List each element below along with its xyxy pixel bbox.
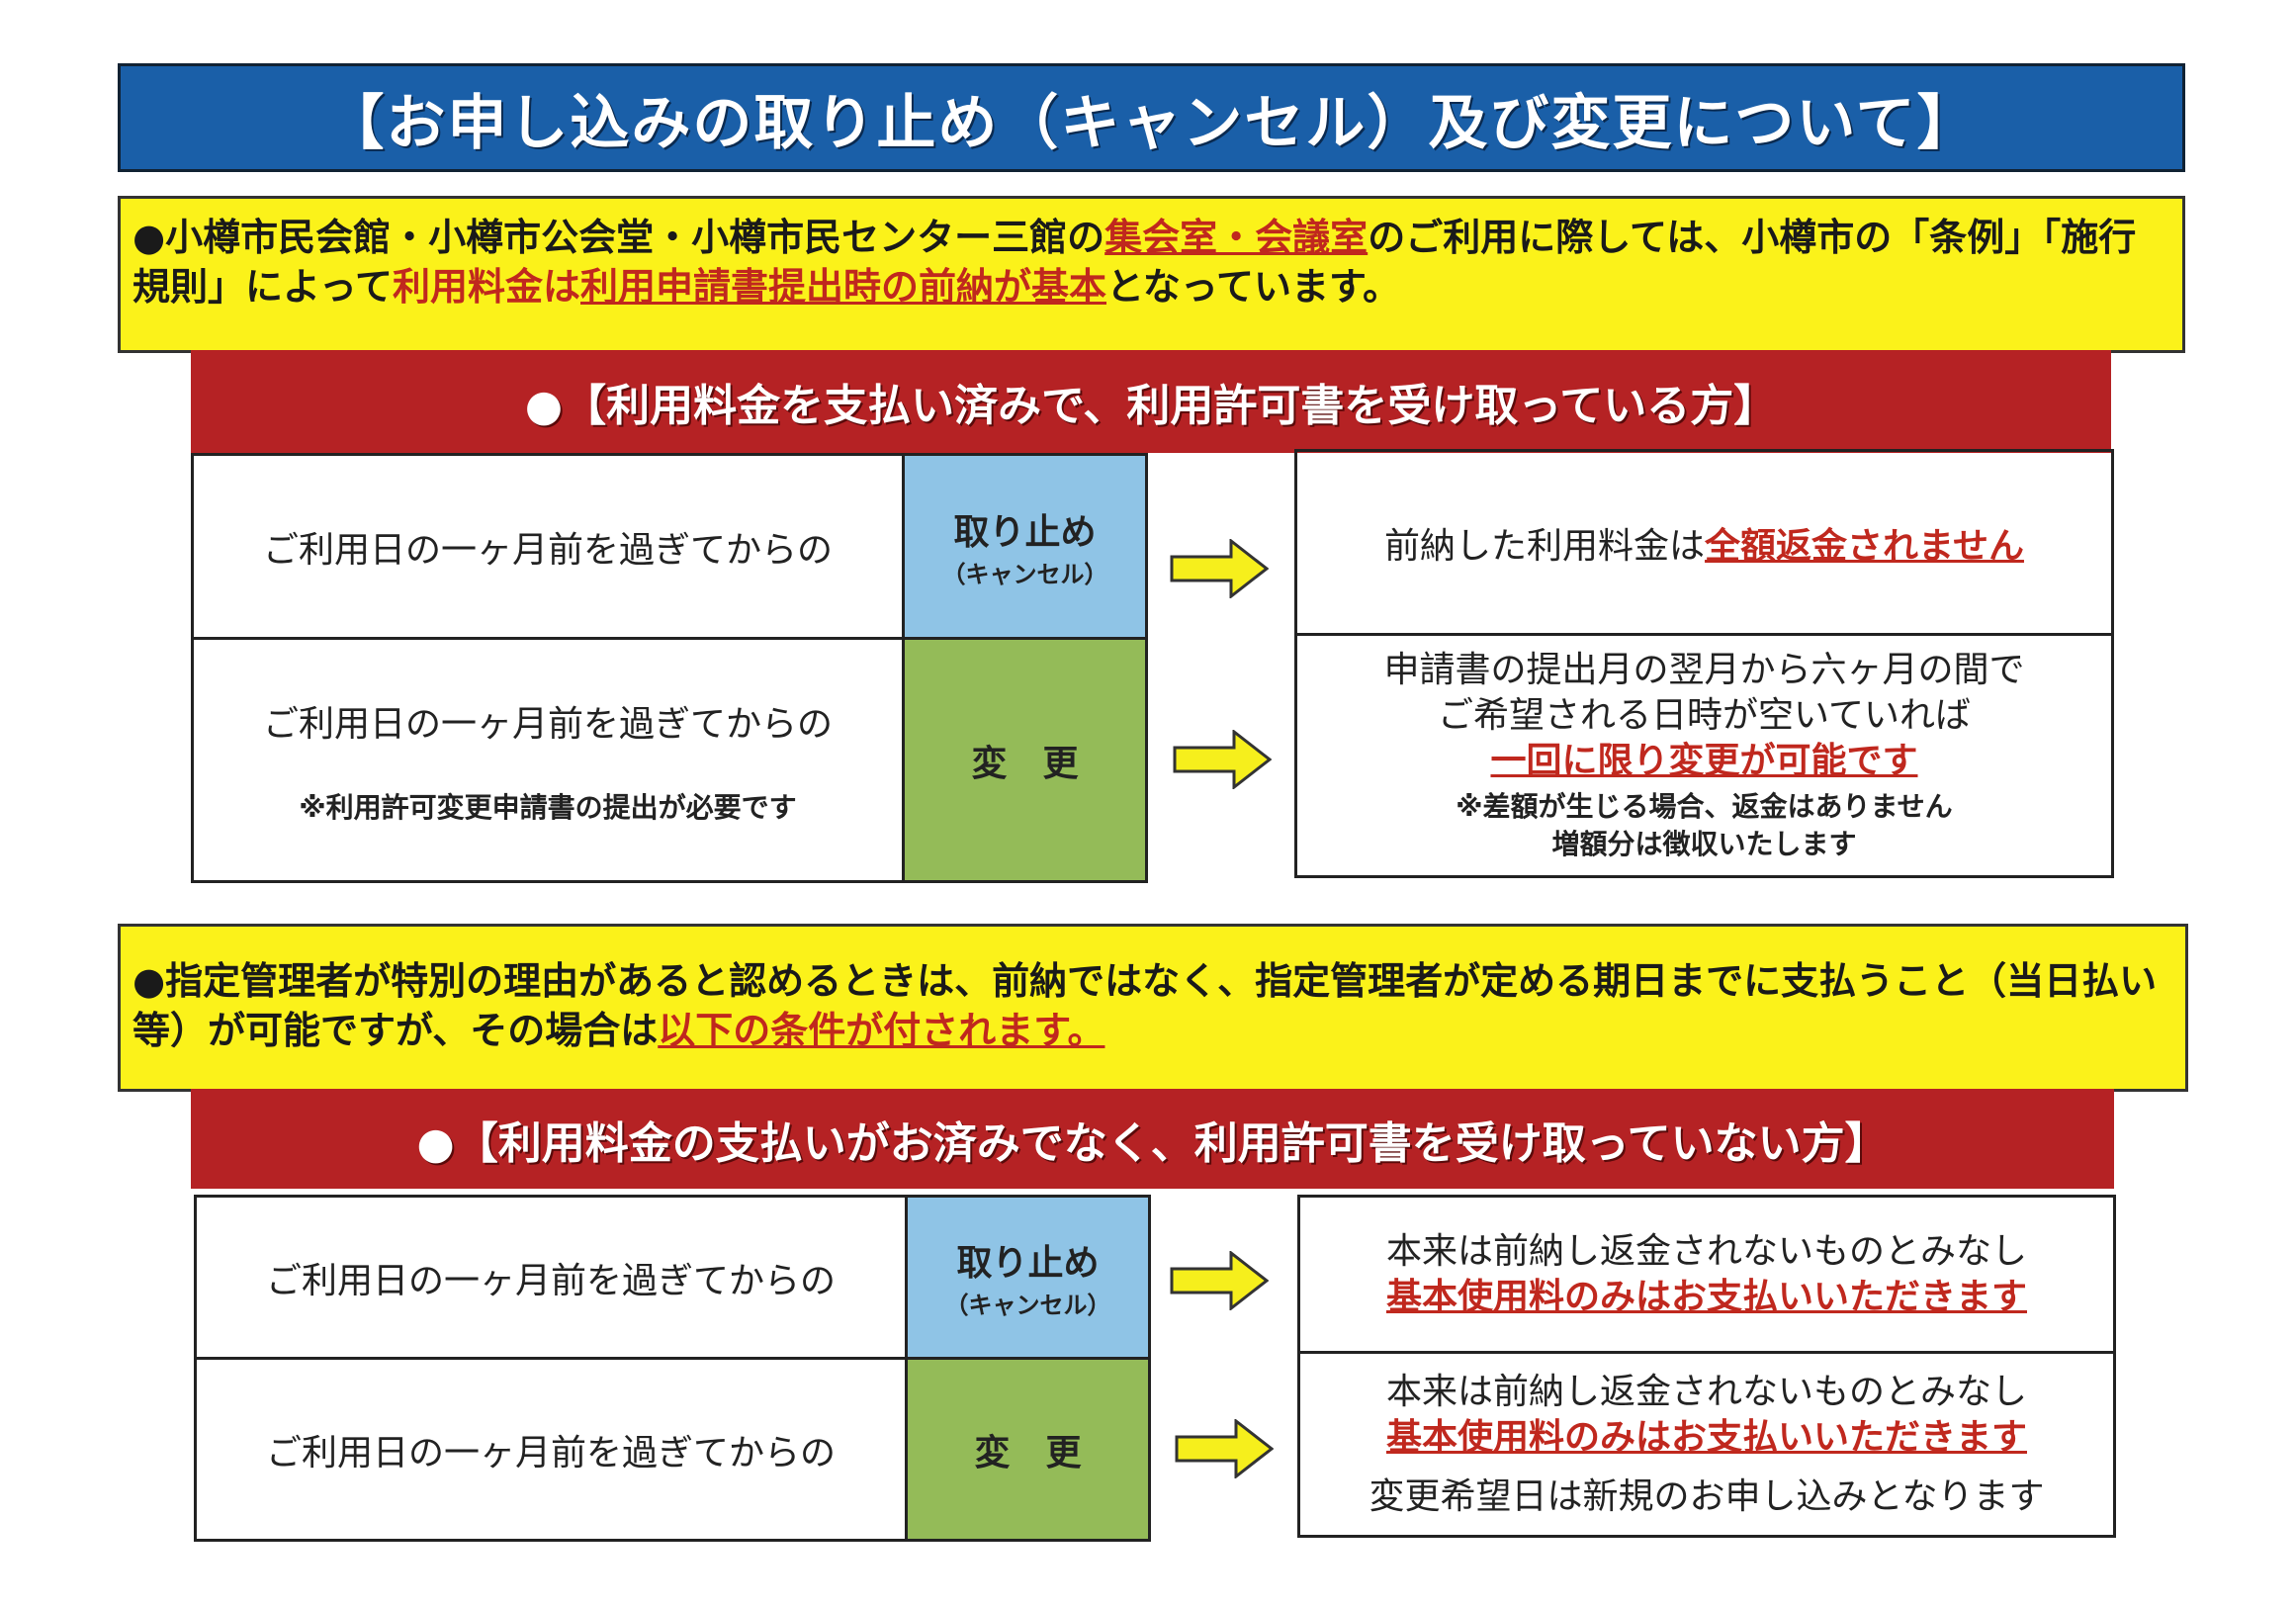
action-label: 取り止め: [956, 1243, 1100, 1284]
condition-text: ご利用日の一ヶ月前を過ぎてからの: [265, 1432, 836, 1473]
result-text: 本来は前納し返金されないものとみなし: [1385, 1230, 2027, 1272]
action-label: 取り止め: [953, 512, 1097, 553]
notice-highlight: 集会室・会議室: [1104, 216, 1369, 259]
action-sublabel: （キャンセル）: [944, 1292, 1111, 1319]
action-change-cell: 変 更: [905, 1357, 1151, 1542]
result-text: 前納した利用料金は: [1384, 525, 1706, 567]
action-label: 変 更: [971, 743, 1079, 784]
arrow-right-icon: [1173, 730, 1272, 789]
condition-note: ※利用許可変更申請書の提出が必要です: [299, 790, 797, 824]
arrow-right-icon: [1175, 1419, 1274, 1478]
section1-header: ●【利用料金を支払い済みで、利用許可書を受け取っている方】: [191, 350, 2111, 453]
condition-text: ご利用日の一ヶ月前を過ぎてからの: [262, 703, 833, 745]
condition-cell: ご利用日の一ヶ月前を過ぎてからの ※利用許可変更申請書の提出が必要です: [191, 637, 905, 883]
notice-prepayment: ●小樽市民会館・小樽市公会堂・小樽市民センター三館の集会室・会議室のご利用に際し…: [118, 196, 2185, 353]
result-text: 本来は前納し返金されないものとみなし: [1385, 1371, 2027, 1412]
result-note: ※差額が生じる場合、返金はありません: [1456, 790, 1953, 823]
result-cell: 前納した利用料金は全額返金されません: [1294, 449, 2114, 636]
notice-deferred-payment: ●指定管理者が特別の理由があると認めるときは、前納ではなく、指定管理者が定める期…: [118, 924, 2188, 1092]
result-highlight: 基本使用料のみはお支払いいただきます: [1385, 1276, 2027, 1317]
notice-highlight: 利用料金は: [392, 265, 580, 309]
result-cell: 本来は前納し返金されないものとみなし 基本使用料のみはお支払いいただきます: [1297, 1195, 2116, 1354]
result-text: 申請書の提出月の翌月から六ヶ月の間で: [1383, 650, 2025, 690]
page-title: 【お申し込みの取り止め（キャンセル）及び変更について】: [118, 63, 2185, 172]
result-cell: 本来は前納し返金されないものとみなし 基本使用料のみはお支払いいただきます 変更…: [1297, 1351, 2116, 1538]
result-highlight: 全額返金されません: [1705, 525, 2024, 567]
result-highlight: 一回に限り変更が可能です: [1490, 741, 1918, 781]
notice-highlight: 以下の条件が付されます。: [658, 1009, 1105, 1052]
notice-text: ●指定管理者が特別の理由があると認めるときは、前納ではなく、指定管理者が定める期…: [132, 959, 2158, 1052]
condition-text: ご利用日の一ヶ月前を過ぎてからの: [262, 529, 833, 571]
action-sublabel: （キャンセル）: [941, 561, 1108, 588]
result-text: 変更希望日は新規のお申し込みとなります: [1369, 1475, 2045, 1517]
result-cell: 申請書の提出月の翌月から六ヶ月の間で ご希望される日時が空いていれば 一回に限り…: [1294, 633, 2114, 878]
notice-text: ●小樽市民会館・小樽市公会堂・小樽市民センター三館の: [132, 216, 1105, 259]
notice-highlight: 利用申請書提出時の前納が基本: [579, 265, 1106, 309]
section2-header: ●【利用料金の支払いがお済みでなく、利用許可書を受け取っていない方】: [191, 1089, 2114, 1189]
action-cancel-cell: 取り止め （キャンセル）: [902, 453, 1148, 640]
action-change-cell: 変 更: [902, 637, 1148, 883]
action-cancel-cell: 取り止め （キャンセル）: [905, 1195, 1151, 1360]
arrow-right-icon: [1170, 539, 1269, 598]
condition-cell: ご利用日の一ヶ月前を過ぎてからの: [194, 1195, 908, 1360]
condition-cell: ご利用日の一ヶ月前を過ぎてからの: [191, 453, 905, 640]
notice-text: となっています。: [1106, 265, 1401, 309]
condition-text: ご利用日の一ヶ月前を過ぎてからの: [265, 1260, 836, 1301]
notice-text: のご利用に際しては、小樽市の「条例」「施行規則」によって: [132, 216, 2137, 309]
result-text: ご希望される日時が空いていれば: [1438, 695, 1971, 736]
result-highlight: 基本使用料のみはお支払いいただきます: [1385, 1416, 2027, 1458]
action-label: 変 更: [974, 1432, 1082, 1473]
result-note: 増額分は徴収いたします: [1551, 828, 1857, 860]
arrow-right-icon: [1170, 1251, 1269, 1310]
condition-cell: ご利用日の一ヶ月前を過ぎてからの: [194, 1357, 908, 1542]
